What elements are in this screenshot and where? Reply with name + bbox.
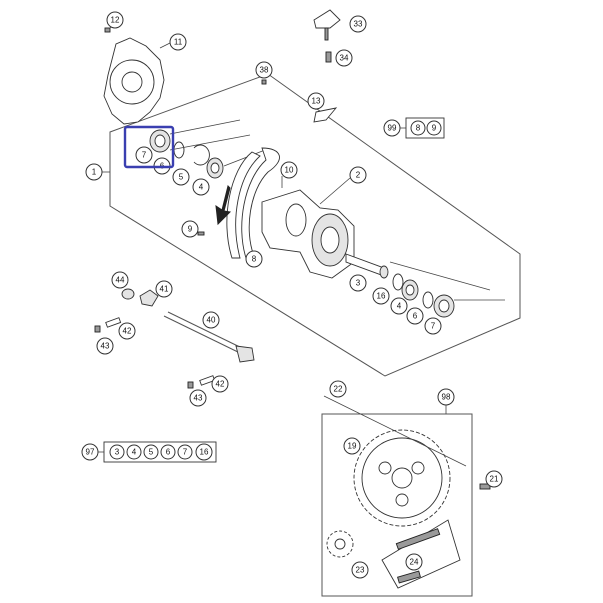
svg-text:9: 9	[188, 225, 193, 234]
callout-43: 43	[96, 337, 114, 355]
svg-text:4: 4	[397, 302, 402, 311]
callout-23: 23	[351, 561, 369, 579]
callout-4b: 4	[390, 297, 408, 315]
svg-text:3: 3	[356, 279, 361, 288]
svg-text:7: 7	[183, 448, 188, 457]
selection-highlight[interactable]	[123, 125, 175, 169]
svg-text:10: 10	[285, 166, 294, 175]
callout-16: 16	[372, 287, 390, 305]
svg-text:42: 42	[123, 327, 132, 336]
valve-cap	[313, 9, 341, 41]
rim-lock	[313, 107, 338, 123]
right-spacer	[345, 253, 389, 279]
callout-1: 1	[85, 163, 103, 181]
svg-text:7: 7	[142, 151, 147, 160]
svg-text:13: 13	[312, 97, 321, 106]
callout-2: 2	[349, 166, 367, 184]
rotation-arrow	[215, 185, 232, 226]
disc-screw	[104, 27, 111, 33]
svg-text:7: 7	[431, 322, 436, 331]
svg-text:8: 8	[416, 124, 421, 133]
svg-text:2: 2	[356, 171, 361, 180]
callout-34: 34	[335, 49, 353, 67]
callout-44: 44	[111, 271, 129, 289]
svg-text:43: 43	[101, 342, 110, 351]
wheel-hub	[261, 189, 355, 279]
svg-text:5: 5	[179, 173, 184, 182]
svg-text:42: 42	[216, 380, 225, 389]
callout-7: 7	[135, 146, 153, 164]
callout-13: 13	[307, 92, 325, 110]
rear-sprocket	[353, 429, 451, 527]
balance-weight	[261, 79, 267, 85]
callout-22: 22	[329, 380, 347, 398]
svg-text:8: 8	[252, 255, 257, 264]
callout-6b: 6	[406, 307, 424, 325]
svg-text:33: 33	[354, 20, 363, 29]
spoke-nipple	[197, 231, 205, 236]
svg-text:41: 41	[160, 285, 169, 294]
svg-text:9: 9	[432, 124, 437, 133]
svg-text:11: 11	[174, 38, 183, 47]
rim-band	[226, 147, 280, 259]
svg-text:3: 3	[115, 448, 120, 457]
svg-text:6: 6	[413, 312, 418, 321]
svg-text:12: 12	[111, 16, 120, 25]
axle-group	[94, 288, 255, 389]
valve-stem	[325, 51, 332, 63]
callout-4: 4	[192, 178, 210, 196]
svg-text:6: 6	[166, 448, 171, 457]
callout-12: 12	[106, 11, 124, 29]
svg-text:40: 40	[207, 316, 216, 325]
callout-42: 42	[118, 322, 136, 340]
callout-33: 33	[349, 15, 367, 33]
svg-text:16: 16	[200, 448, 209, 457]
svg-text:97: 97	[86, 448, 95, 457]
svg-text:4: 4	[199, 183, 204, 192]
callout-40: 40	[202, 311, 220, 329]
svg-text:22: 22	[334, 385, 343, 394]
svg-text:44: 44	[116, 276, 125, 285]
svg-text:23: 23	[356, 566, 365, 575]
sprocket-kit-frame	[321, 413, 473, 597]
callout-43b: 43	[189, 389, 207, 407]
svg-text:21: 21	[490, 475, 499, 484]
callout-38: 38	[255, 61, 273, 79]
callout-5: 5	[172, 168, 190, 186]
svg-text:43: 43	[194, 394, 203, 403]
callout-10: 10	[280, 161, 298, 179]
svg-text:19: 19	[348, 442, 357, 451]
right-bearing-stack	[392, 273, 455, 318]
callout-19: 19	[343, 437, 361, 455]
svg-text:99: 99	[388, 124, 397, 133]
callout-11: 11	[169, 33, 187, 51]
svg-text:34: 34	[340, 54, 349, 63]
callout-7b: 7	[424, 317, 442, 335]
callout-98: 98	[437, 388, 455, 406]
callout-41: 41	[155, 280, 173, 298]
svg-text:24: 24	[410, 558, 419, 567]
front-sprocket	[326, 530, 354, 558]
svg-text:1: 1	[92, 168, 97, 177]
kit-99: 99 8 9	[383, 117, 445, 139]
brake-disc	[103, 37, 165, 125]
callout-9: 9	[181, 220, 199, 238]
drive-chain	[381, 519, 461, 589]
callout-21: 21	[485, 470, 503, 488]
svg-text:16: 16	[377, 292, 386, 301]
callout-24: 24	[405, 553, 423, 571]
svg-text:98: 98	[442, 393, 451, 402]
callout-8: 8	[245, 250, 263, 268]
svg-text:38: 38	[260, 66, 269, 75]
callout-42b: 42	[211, 375, 229, 393]
svg-text:5: 5	[149, 448, 154, 457]
svg-text:4: 4	[132, 448, 137, 457]
kit-97: 97 3 4 5 6 7 16	[81, 441, 217, 463]
callout-3: 3	[349, 274, 367, 292]
